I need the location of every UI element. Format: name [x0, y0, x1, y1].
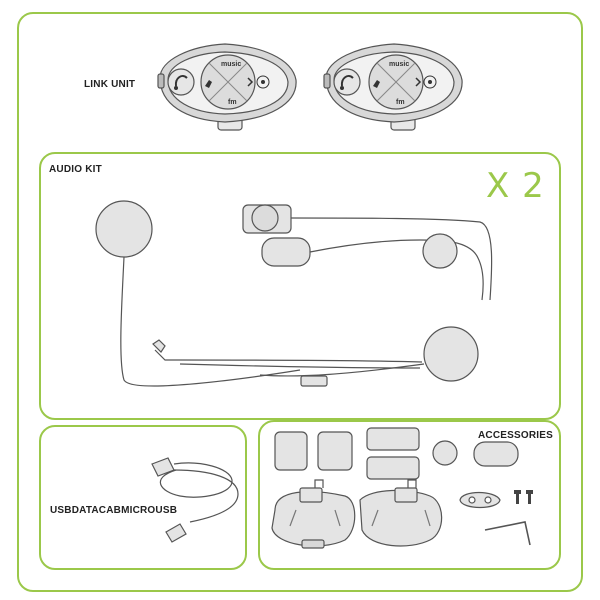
- usb-cable-label: USBDATACABMICROUSB: [50, 505, 178, 516]
- right-speaker: [423, 326, 479, 382]
- velcro-pad-1: [366, 427, 420, 451]
- boom-mic-foam: [473, 441, 519, 467]
- velcro-pad-2: [366, 456, 420, 480]
- mounting-clip-2: [359, 479, 443, 547]
- link-unit-label: LINK UNIT: [84, 79, 136, 90]
- accessories-frame: [258, 420, 561, 570]
- screw-1: [514, 490, 521, 504]
- small-bracket: [459, 491, 501, 509]
- link-unit-device-1: [157, 43, 297, 131]
- accessories-label: ACCESSORIES: [478, 430, 553, 441]
- screw-2: [526, 490, 533, 504]
- music-label-1: music: [221, 61, 241, 68]
- link-unit-device-2: [323, 43, 463, 131]
- audio-kit-frame: [39, 152, 561, 420]
- outer-frame: [17, 12, 583, 592]
- adhesive-pad-square-1: [274, 431, 308, 471]
- pad-microphone: [242, 204, 493, 301]
- mounting-clip-1: [271, 479, 356, 549]
- left-speaker: [95, 200, 301, 387]
- fm-label-2: fm: [396, 99, 405, 106]
- fm-label-1: fm: [228, 99, 237, 106]
- usb-cable: [151, 457, 239, 543]
- music-label-2: music: [389, 61, 409, 68]
- allen-key: [484, 521, 531, 546]
- adhesive-pad-square-2: [317, 431, 353, 471]
- round-pad: [432, 440, 458, 466]
- audio-kit-label: AUDIO KIT: [49, 164, 102, 175]
- middle-speaker: [422, 233, 458, 269]
- quantity-label: X 2: [486, 166, 545, 206]
- usb-cable-frame: [39, 425, 247, 570]
- audio-connector-cable: [152, 339, 425, 387]
